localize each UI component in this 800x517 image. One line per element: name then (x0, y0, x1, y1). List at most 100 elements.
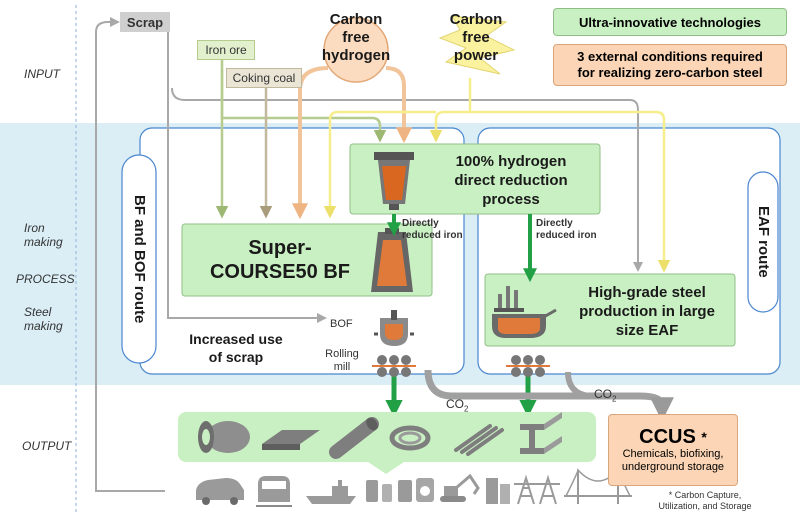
car-icon (196, 478, 244, 505)
scrap-input-label: Scrap (120, 12, 170, 32)
ship-icon (306, 480, 356, 504)
dri-left-line1: Directly (402, 218, 439, 229)
ccus-desc-line2: underground storage (621, 461, 725, 473)
can-icon (366, 480, 392, 502)
power-line1: Carbon (449, 11, 503, 28)
eaf-title: High-grade steel production in large siz… (560, 283, 734, 340)
bars-icon (454, 424, 504, 456)
ccus-footnote-line1: * Carbon Capture, (668, 490, 742, 500)
products-pointer (368, 462, 404, 474)
train-icon (256, 476, 292, 507)
eaf-title-line3: size EAF (615, 322, 679, 339)
dri-right-line2: reduced iron (536, 230, 597, 241)
power-line3: power (453, 47, 499, 64)
blast-furnace-icon (371, 228, 413, 292)
bf-bof-route-tab (121, 154, 157, 364)
hydrogen-dr-line3: process (482, 191, 540, 208)
rolling-mill-line2: mill (333, 361, 351, 373)
stage-iron-making-line2: making (24, 234, 63, 249)
super-course50-line1: Super- (248, 237, 312, 259)
appliance-icon (398, 478, 434, 502)
dri-label-right: Directly reduced iron (536, 218, 597, 242)
carbon-free-power-label: Carbon free power (438, 11, 514, 65)
rolling-mill-label: Rolling mill (322, 348, 362, 374)
co2-bf-sub: 2 (464, 404, 469, 414)
bf-rolling-mill-icon (372, 355, 416, 377)
eaf-co2-flow (565, 371, 640, 399)
scrap-return-line (95, 17, 165, 492)
ccus-desc-line1: Chemicals, biofixing, (622, 448, 724, 460)
shaft-furnace-icon (374, 152, 414, 210)
co2-label-bf: CO2 (446, 397, 469, 414)
hydrogen-dr-title: 100% hydrogen direct reduction process (426, 152, 596, 209)
power-tower-icon (514, 474, 560, 505)
eaf-title-line1: High-grade steel (588, 284, 706, 301)
iron-ore-to-dr-line (220, 70, 387, 143)
dri-right-line1: Directly (536, 218, 573, 229)
bf-bof-route-label: BF and BOF route (131, 194, 148, 324)
co2-label-eaf: CO2 (594, 387, 617, 404)
stage-process: PROCESS (16, 272, 75, 286)
stage-iron-making-line1: Iron (24, 221, 45, 235)
stage-iron-making: Iron making (24, 221, 63, 250)
rolling-mill-line1: Rolling (325, 348, 359, 360)
iron-ore-input-label: Iron ore (197, 40, 255, 60)
eaf-route-tab (747, 171, 779, 313)
increased-scrap-line2: of scrap (208, 349, 264, 365)
hydrogen-line2: free (342, 29, 370, 46)
ccus-footnote: * Carbon Capture, Utilization, and Stora… (640, 490, 770, 512)
co2-bf-text: CO (446, 397, 464, 411)
dri-label-left: Directly reduced iron (402, 218, 463, 242)
coking-coal-input-label: Coking coal (226, 68, 302, 88)
legend-conditions: 3 external conditions required for reali… (553, 44, 787, 86)
hydrogen-line3: hydrogen (321, 47, 391, 64)
co2-eaf-sub: 2 (612, 394, 617, 404)
legend-conditions-line2: for realizing zero-carbon steel (577, 65, 763, 80)
legend-conditions-line1: 3 external conditions required (577, 49, 763, 64)
co2-eaf-text: CO (594, 387, 612, 401)
scrap-to-bof-line (167, 30, 327, 323)
stage-input: INPUT (24, 67, 60, 81)
excavator-icon (440, 473, 480, 502)
carbon-free-power-bolt (438, 15, 516, 75)
eaf-furnace-icon (492, 286, 557, 338)
super-course50-box (181, 223, 433, 297)
carbon-free-hydrogen-circle (323, 17, 389, 83)
power-to-eaf-line (470, 110, 671, 273)
eaf-rolling-mill-icon (506, 355, 550, 377)
dri-left-line2: reduced iron (402, 230, 463, 241)
ccus-title-row: CCUS * (639, 426, 707, 448)
hydrogen-to-bf-line (292, 66, 329, 220)
power-line2: free (462, 29, 490, 46)
carbon-free-hydrogen-label: Carbon free hydrogen (316, 11, 396, 65)
super-course50-title: Super- COURSE50 BF (186, 236, 374, 284)
plate-icon (262, 430, 320, 450)
ccus-footnote-line2: Utilization, and Storage (658, 501, 752, 511)
stage-steel-making: Steel making (24, 305, 63, 334)
eaf-route-label: EAF route (755, 206, 772, 278)
stage-steel-making-line1: Steel (24, 305, 52, 319)
power-to-bf-line (323, 110, 436, 219)
bof-label: BOF (330, 318, 353, 330)
building-icon (486, 478, 510, 504)
beam-icon (520, 412, 562, 454)
super-course50-line2: COURSE50 BF (209, 261, 351, 283)
scrap-to-eaf-line (171, 87, 643, 272)
ccus-box: CCUS * Chemicals, biofixing, underground… (608, 414, 738, 486)
hydrogen-dr-line2: direct reduction (454, 172, 568, 189)
ccus-star: * (701, 429, 707, 445)
hydrogen-line1: Carbon (329, 11, 383, 28)
eaf-box (484, 273, 736, 347)
hydrogen-to-dr-line (385, 66, 412, 144)
coil-icon (198, 421, 250, 453)
power-to-dr-line (429, 78, 472, 143)
bof-converter-icon (374, 310, 414, 346)
ccus-title: CCUS (639, 426, 696, 448)
wire-coil-icon (389, 425, 431, 451)
hydrogen-dr-box (349, 143, 601, 215)
stage-steel-making-line2: making (24, 318, 63, 333)
legend-innovative: Ultra-innovative technologies (553, 8, 787, 36)
stage-output: OUTPUT (22, 439, 72, 453)
increased-scrap-label: Increased use of scrap (176, 330, 296, 366)
